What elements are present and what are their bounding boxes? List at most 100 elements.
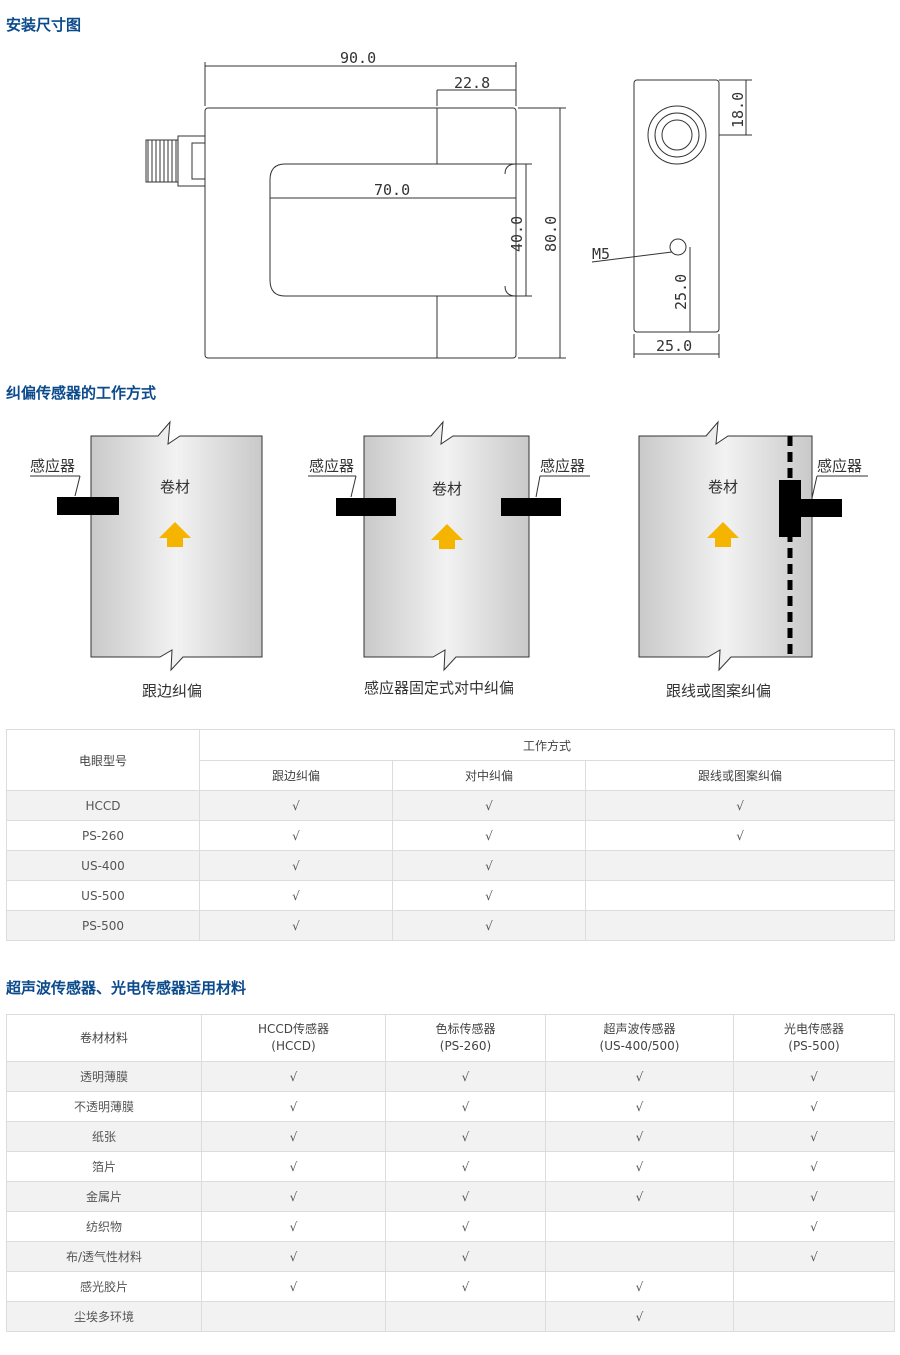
header-ps260: 色标传感器(PS-260) [385, 1014, 546, 1062]
check-cell: √ [392, 850, 586, 881]
material-cell: 布/透气性材料 [6, 1241, 202, 1272]
table-row: US-400√√ [6, 850, 896, 881]
mode2-sensor-label-left: 感应器 [309, 457, 354, 475]
check-cell: √ [545, 1301, 734, 1332]
check-cell: √ [201, 1121, 386, 1152]
check-cell: √ [733, 1211, 895, 1242]
material-cell: 尘埃多环境 [6, 1301, 202, 1332]
sensor-body-side [633, 79, 720, 333]
sensor-mode-table: 电眼型号 工作方式 跟边纠偏 对中纠偏 跟线或图案纠偏 HCCD√√√ PS-2… [6, 729, 896, 941]
mode1-sensor-label: 感应器 [30, 457, 75, 475]
check-cell [385, 1301, 546, 1332]
check-cell: √ [392, 790, 586, 821]
check-cell: √ [385, 1061, 546, 1092]
check-cell: √ [385, 1271, 546, 1302]
check-cell [733, 1271, 895, 1302]
m5-hole [669, 238, 687, 256]
check-cell: √ [545, 1091, 734, 1122]
check-cell: √ [201, 1061, 386, 1092]
table-row: 金属片√√√√ [6, 1181, 895, 1212]
model-cell: HCCD [6, 790, 200, 821]
model-cell: PS-500 [6, 910, 200, 941]
header-mode: 工作方式 [198, 729, 896, 761]
check-cell [201, 1301, 386, 1332]
check-cell: √ [733, 1241, 895, 1272]
check-cell: √ [385, 1181, 546, 1212]
mode3-sensor-head [779, 480, 801, 537]
table-row: US-500√√ [6, 880, 896, 911]
cable-port [647, 105, 707, 165]
mode2-sensor-right [501, 498, 561, 516]
check-cell: √ [199, 790, 393, 821]
check-cell: √ [201, 1271, 386, 1302]
mode3-sensor-label: 感应器 [817, 457, 862, 475]
header-us: 超声波传感器(US-400/500) [545, 1014, 734, 1062]
check-cell: √ [199, 850, 393, 881]
model-cell: PS-260 [6, 820, 200, 851]
dim-slot-depth: 70.0 [374, 181, 410, 199]
check-cell: √ [199, 880, 393, 911]
table-row: 布/透气性材料√√√ [6, 1241, 895, 1272]
model-cell: US-500 [6, 880, 200, 911]
check-cell: √ [201, 1181, 386, 1212]
mode2-sensor-label-right: 感应器 [540, 457, 585, 475]
check-cell: √ [733, 1091, 895, 1122]
sensor-body-front [204, 107, 517, 359]
table-row: HCCD√√√ [6, 790, 896, 821]
material-cell: 金属片 [6, 1181, 202, 1212]
check-cell [584, 880, 896, 911]
check-cell: √ [545, 1151, 734, 1182]
mode-line-guide: 卷材 感应器 跟线或图案纠偏 [638, 420, 868, 700]
material-cell: 不透明薄膜 [6, 1091, 202, 1122]
working-modes-diagram: 卷材 感应器 跟边纠偏 卷材 感应器 感应器 感应器固定式对中纠偏 卷材 感应器… [30, 420, 868, 700]
check-cell: √ [545, 1181, 734, 1212]
check-cell: √ [584, 790, 896, 821]
check-cell: √ [584, 820, 896, 851]
check-cell: √ [733, 1151, 895, 1182]
table-row: 感光胶片√√√ [6, 1271, 895, 1302]
header-hccd: HCCD传感器(HCCD) [201, 1014, 386, 1062]
check-cell: √ [201, 1091, 386, 1122]
mode3-material-label: 卷材 [708, 478, 738, 496]
check-cell: √ [199, 820, 393, 851]
mode1-sensor [57, 497, 119, 515]
connector-thread [145, 139, 179, 183]
table-row: 箔片√√√√ [6, 1151, 895, 1182]
dim-side-hole-height: 25.0 [672, 274, 690, 310]
materials-section-title: 超声波传感器、光电传感器适用材料 [6, 979, 247, 997]
check-cell: √ [199, 910, 393, 941]
mode3-caption: 跟线或图案纠偏 [666, 682, 771, 700]
mode3-sensor-arm [799, 499, 842, 517]
material-cell: 纺织物 [6, 1211, 202, 1242]
mode2-caption: 感应器固定式对中纠偏 [364, 679, 514, 697]
dim-thread: M5 [592, 245, 610, 263]
material-cell: 纸张 [6, 1121, 202, 1152]
header-edge: 跟边纠偏 [199, 760, 393, 791]
header-model: 电眼型号 [6, 729, 200, 791]
check-cell: √ [545, 1061, 734, 1092]
mode2-material-label: 卷材 [432, 480, 462, 498]
material-cell: 感光胶片 [6, 1271, 202, 1302]
dim-height-total: 80.0 [542, 216, 560, 252]
table-row: 不透明薄膜√√√√ [6, 1091, 895, 1122]
material-cell: 透明薄膜 [6, 1061, 202, 1092]
check-cell: √ [201, 1151, 386, 1182]
mode-center-guide: 卷材 感应器 感应器 感应器固定式对中纠偏 [308, 420, 590, 697]
mode2-sensor-left [336, 498, 396, 516]
header-material: 卷材材料 [6, 1014, 202, 1062]
dim-slot-width: 40.0 [508, 216, 526, 252]
check-cell: √ [392, 820, 586, 851]
mode2-arrow [431, 524, 463, 549]
table-row: PS-260√√√ [6, 820, 896, 851]
check-cell [545, 1241, 734, 1272]
mode1-caption: 跟边纠偏 [142, 682, 202, 700]
check-cell: √ [201, 1241, 386, 1272]
check-cell: √ [733, 1061, 895, 1092]
check-cell: √ [392, 880, 586, 911]
check-cell: √ [385, 1091, 546, 1122]
table-row: 纸张√√√√ [6, 1121, 895, 1152]
table-row: 透明薄膜√√√√ [6, 1061, 895, 1092]
table-row: 纺织物√√√ [6, 1211, 895, 1242]
dimensions-section-title: 安装尺寸图 [6, 16, 82, 34]
mode-edge-guide: 卷材 感应器 跟边纠偏 [30, 420, 263, 700]
